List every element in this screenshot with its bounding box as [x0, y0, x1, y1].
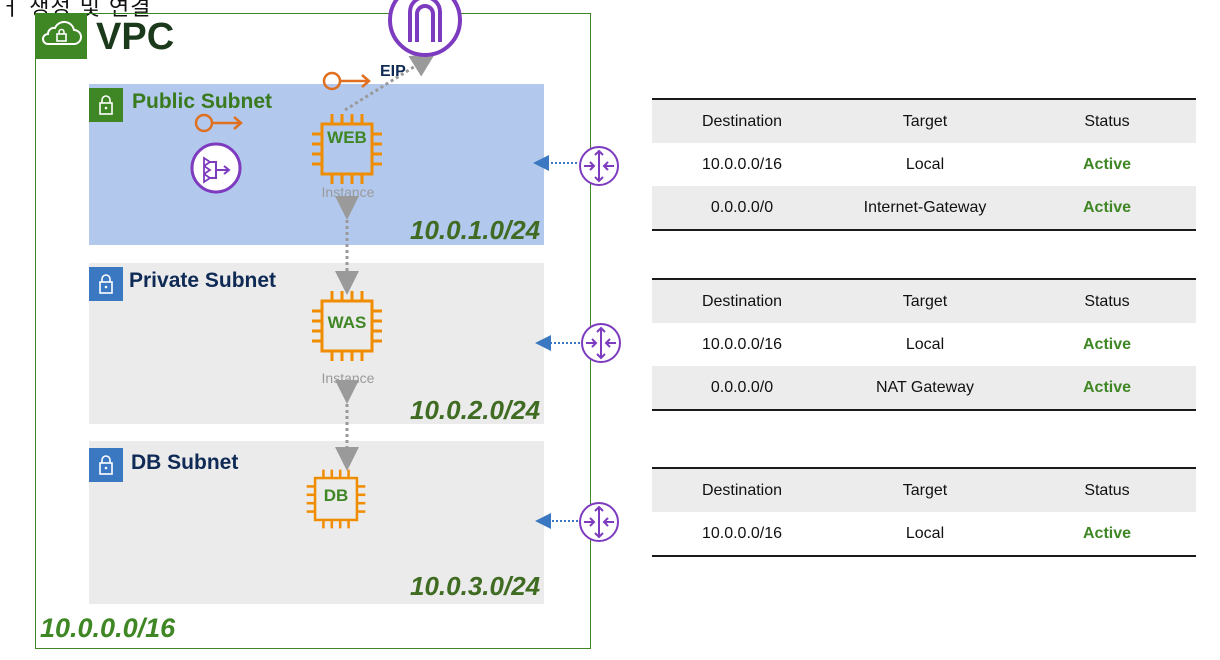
web-instance-label: WEB [327, 128, 367, 147]
private-subnet [89, 263, 544, 424]
elastic-ip-icon [194, 113, 243, 133]
cell-destination: 10.0.0.0/16 [701, 335, 783, 353]
col-destination: Destination [701, 292, 783, 310]
col-destination: Destination [701, 481, 783, 499]
public-subnet-cidr: 10.0.1.0/24 [410, 215, 541, 245]
table-header-row: Destination Target Status [652, 100, 1196, 143]
table-row: 10.0.0.0/16 Local Active [652, 512, 1196, 555]
cell-status: Active [1082, 198, 1132, 216]
lock-icon [99, 95, 113, 115]
public-subnet-label: Public Subnet [132, 90, 273, 113]
elastic-ip-icon [322, 71, 371, 91]
cell-status: Active [1082, 335, 1132, 353]
table-row: 10.0.0.0/16 Local Active [652, 143, 1196, 186]
web-instance-caption: Instance [321, 184, 375, 200]
db-subnet-cidr: 10.0.3.0/24 [410, 571, 541, 601]
private-subnet-label: Private Subnet [129, 269, 277, 292]
cell-status: Active [1082, 155, 1132, 173]
vpc-title: VPC [96, 16, 175, 58]
router-icon [579, 502, 619, 542]
table-row: 0.0.0.0/0 Internet-Gateway Active [652, 186, 1196, 229]
db-subnet-label: DB Subnet [131, 451, 239, 474]
cell-status: Active [1082, 524, 1132, 542]
table-row: 10.0.0.0/16 Local Active [652, 323, 1196, 366]
was-instance-label: WAS [327, 313, 367, 332]
cloud-lock-icon [42, 20, 82, 45]
col-target: Target [902, 481, 948, 499]
cell-target: Internet-Gateway [863, 198, 987, 216]
col-status: Status [1084, 292, 1130, 310]
cell-destination: 0.0.0.0/0 [710, 198, 774, 216]
router-icon [579, 146, 619, 186]
route-table-private: Destination Target Status 10.0.0.0/16 Lo… [652, 278, 1196, 411]
router-icon [581, 323, 621, 363]
table-header-row: Destination Target Status [652, 280, 1196, 323]
db-instance-label: DB [323, 486, 349, 505]
ec2-instance-icon [312, 291, 382, 361]
vpc-badge [35, 13, 87, 59]
cell-target: Local [905, 155, 945, 173]
cell-target: NAT Gateway [875, 378, 975, 396]
db-subnet [89, 441, 544, 604]
cell-destination: 10.0.0.0/16 [701, 155, 783, 173]
cell-target: Local [905, 524, 945, 542]
eip-label: EIP [380, 63, 406, 80]
cell-destination: 10.0.0.0/16 [701, 524, 783, 542]
private-subnet-cidr: 10.0.2.0/24 [410, 395, 541, 425]
ec2-instance-icon [312, 114, 382, 184]
private-subnet-badge [89, 267, 123, 301]
nat-gateway-icon [190, 142, 242, 194]
ec2-instance-icon [306, 469, 366, 529]
cell-target: Local [905, 335, 945, 353]
col-destination: Destination [701, 112, 783, 130]
route-table-public: Destination Target Status 10.0.0.0/16 Lo… [652, 98, 1196, 231]
table-row: 0.0.0.0/0 NAT Gateway Active [652, 366, 1196, 409]
was-instance-caption: Instance [321, 370, 375, 386]
col-status: Status [1084, 112, 1130, 130]
route-table-db: Destination Target Status 10.0.0.0/16 Lo… [652, 467, 1196, 557]
web-to-igw-line [344, 53, 436, 112]
db-subnet-badge [89, 448, 123, 482]
cell-destination: 0.0.0.0/0 [710, 378, 774, 396]
cell-status: Active [1082, 378, 1132, 396]
vpc-cidr: 10.0.0.0/16 [40, 613, 176, 643]
lock-icon [99, 274, 113, 294]
lock-icon [99, 455, 113, 475]
col-target: Target [902, 292, 948, 310]
internet-gateway-icon [388, 0, 462, 57]
public-subnet-badge [89, 88, 123, 122]
col-target: Target [902, 112, 948, 130]
col-status: Status [1084, 481, 1130, 499]
table-header-row: Destination Target Status [652, 469, 1196, 512]
